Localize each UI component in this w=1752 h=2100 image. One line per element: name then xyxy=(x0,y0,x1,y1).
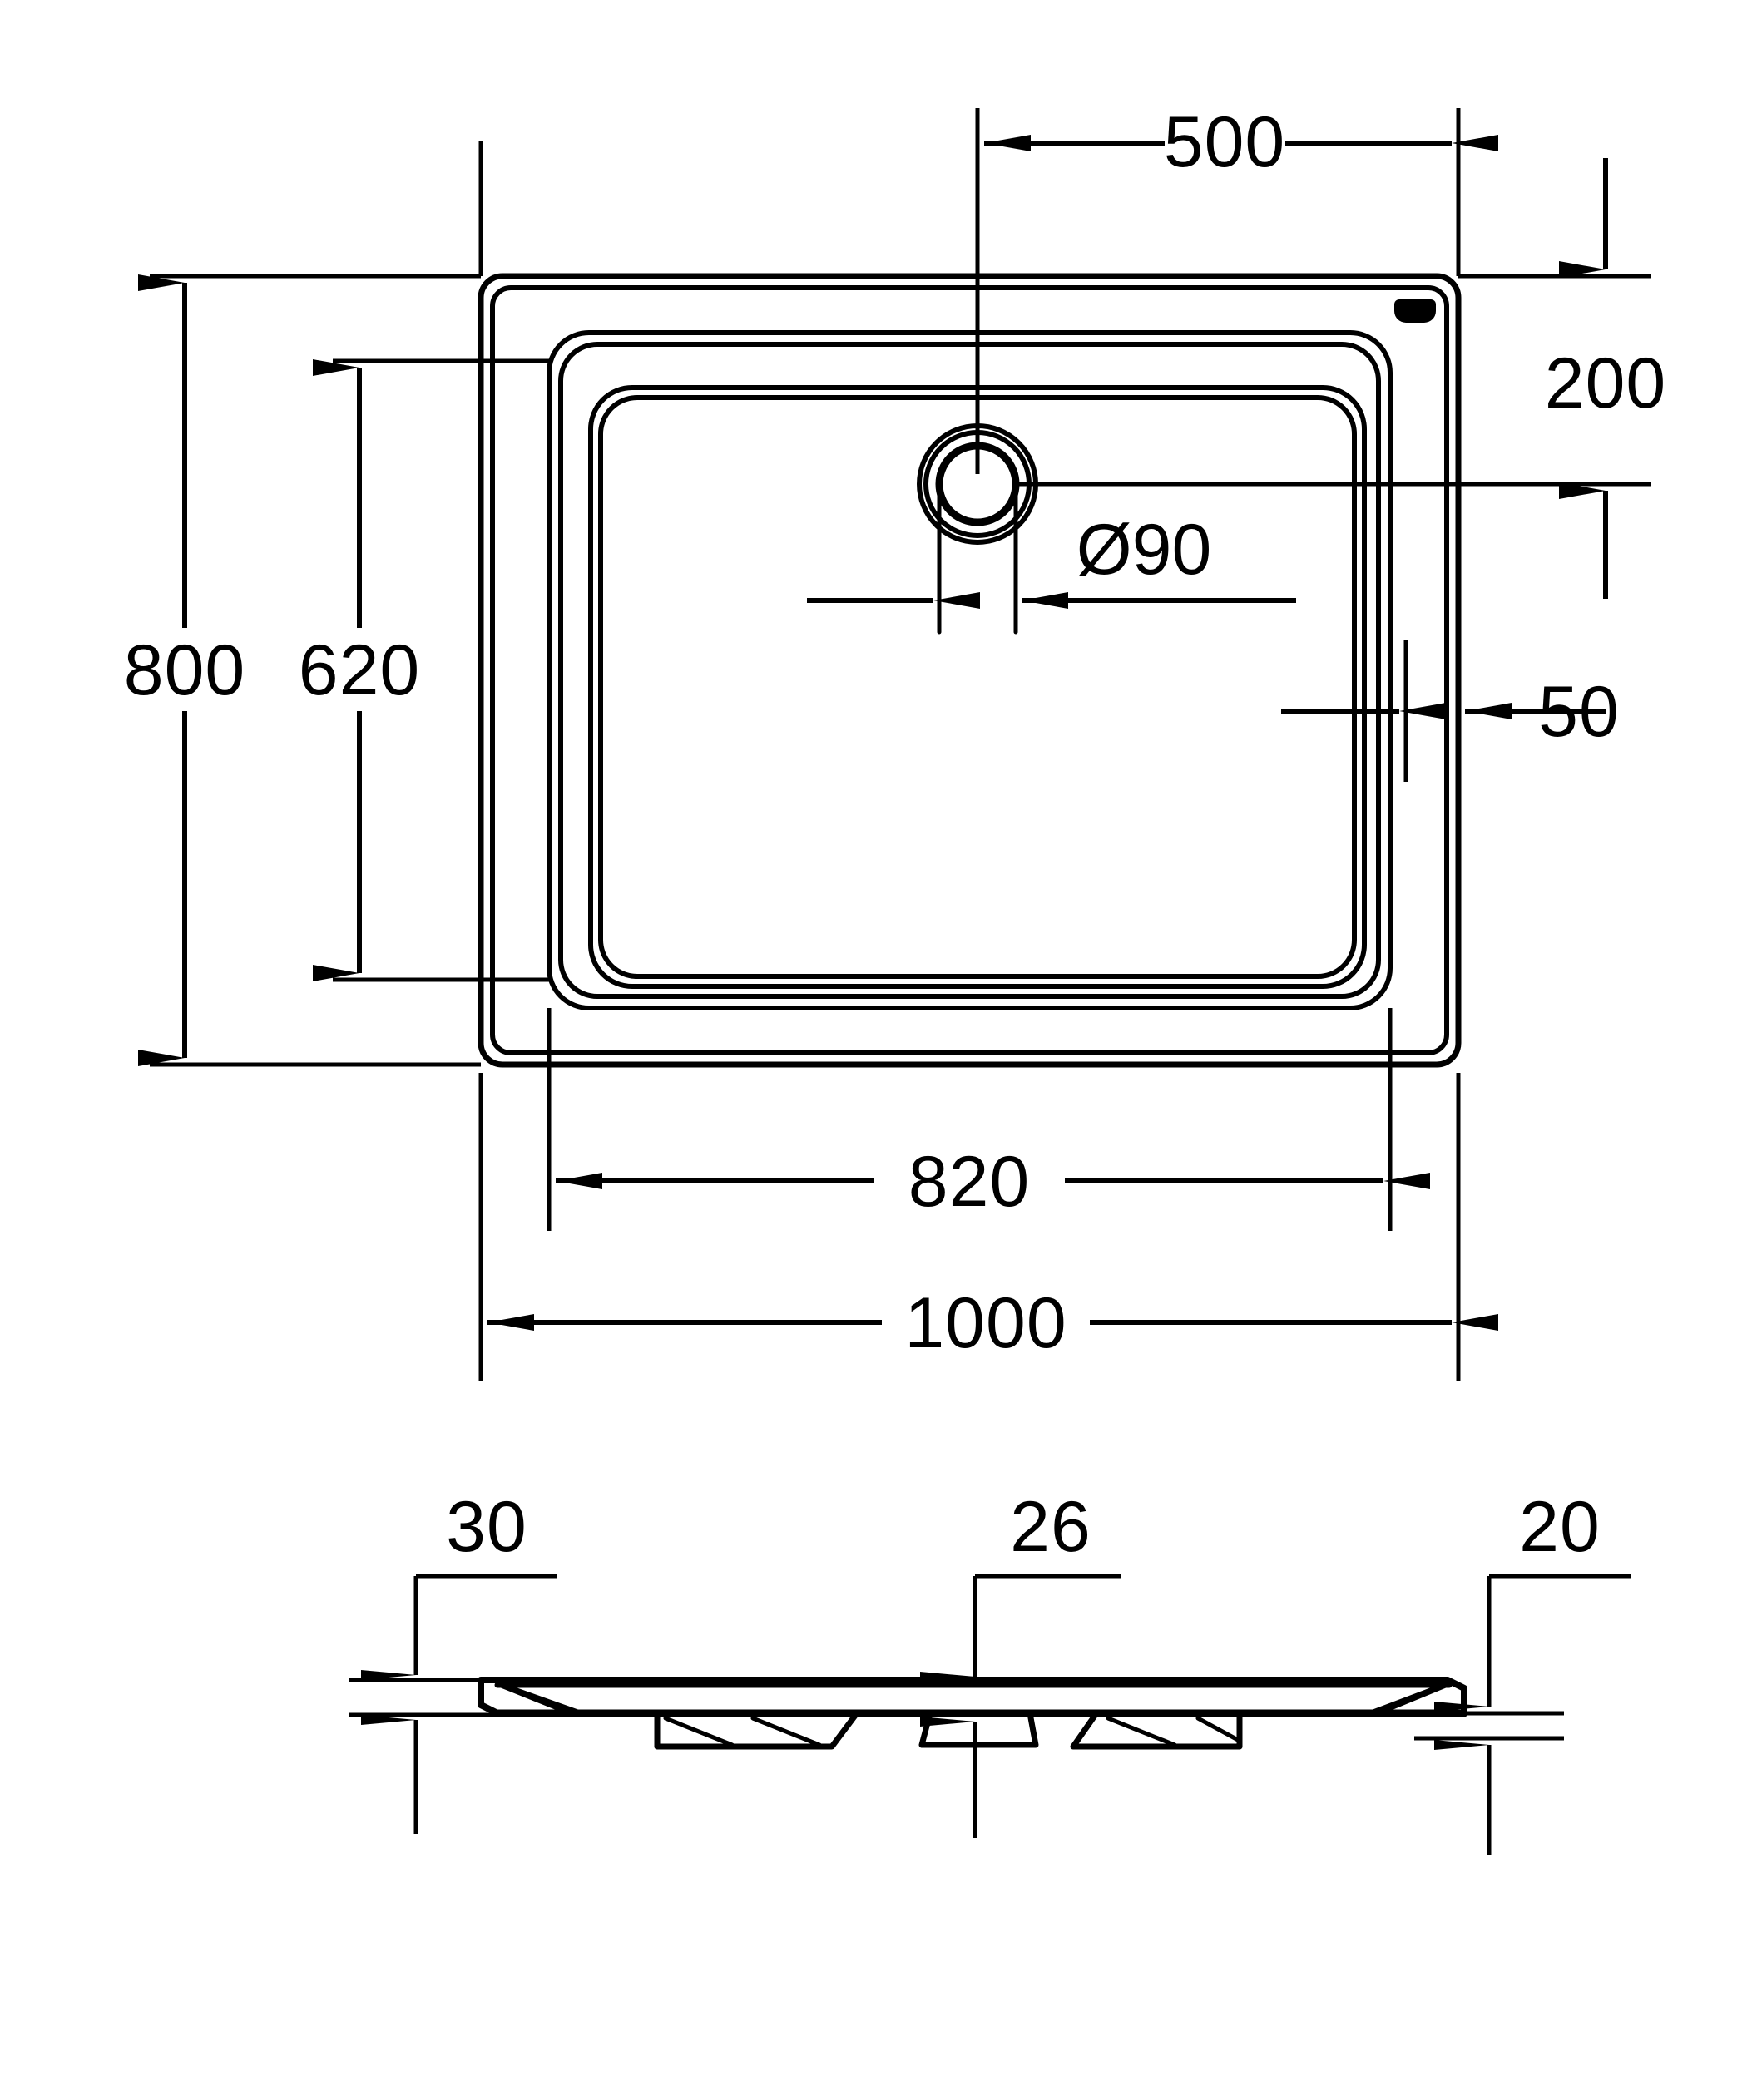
plan-view-dimensions xyxy=(138,108,1651,1381)
dimension-label-800: 800 xyxy=(124,630,246,710)
dimension-label-500: 500 xyxy=(1164,102,1286,182)
section-right-chamfer xyxy=(1366,1682,1450,1716)
dimension-label-200: 200 xyxy=(1545,343,1667,423)
section-view-geometry xyxy=(478,1677,1468,1750)
section-underside-right-detail xyxy=(1106,1716,1240,1747)
dimension-label-26: 26 xyxy=(1010,1487,1091,1567)
section-left-chamfer xyxy=(497,1682,585,1716)
section-underside-right-block xyxy=(1070,1710,1243,1750)
dimension-label-50: 50 xyxy=(1538,672,1620,752)
dimension-labels: 500 200 800 620 50 Ø90 820 1000 30 26 20 xyxy=(124,102,1667,1567)
dimension-label-30: 30 xyxy=(446,1487,527,1567)
brand-mark-icon xyxy=(1394,299,1436,323)
plan-view-geometry xyxy=(478,273,1462,1068)
dimension-label-820: 820 xyxy=(908,1142,1031,1222)
section-drain-recess xyxy=(918,1710,1039,1748)
tray-outer-outline xyxy=(478,273,1462,1068)
section-underside-left-block xyxy=(654,1710,860,1750)
tray-rim-inner-outline xyxy=(490,285,1449,1055)
tray-basin-inner-edge xyxy=(558,342,1381,999)
tray-floor-outer xyxy=(588,385,1367,989)
dimension-label-20: 20 xyxy=(1519,1487,1601,1567)
tray-basin-outer-edge xyxy=(547,330,1393,1010)
dimension-label-1000: 1000 xyxy=(904,1283,1067,1363)
section-view-dimensions xyxy=(349,1574,1631,1855)
dimension-label-620: 620 xyxy=(299,630,421,710)
section-underside-left-detail xyxy=(663,1716,822,1747)
dimension-label-d90: Ø90 xyxy=(1076,510,1212,590)
